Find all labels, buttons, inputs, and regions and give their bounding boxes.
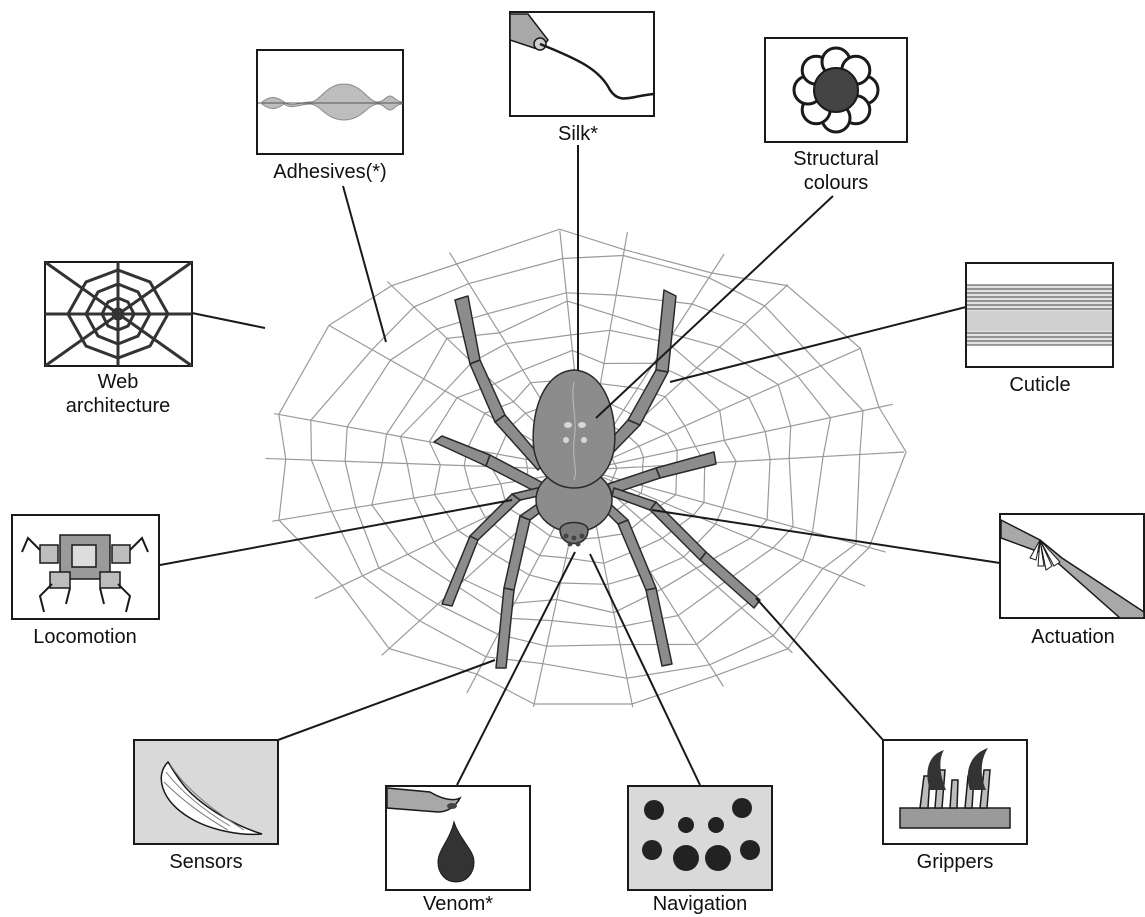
navigation-panel — [628, 786, 772, 890]
abdomen — [533, 370, 615, 488]
cuticle-panel — [966, 263, 1113, 367]
label-web-architecture: Web architecture — [66, 370, 171, 418]
actuation-panel — [1000, 514, 1144, 618]
label-structural-colours: Structural colours — [793, 147, 879, 195]
layered-cuticle-icon — [967, 285, 1112, 345]
label-venom: Venom* — [423, 892, 493, 916]
label-adhesives: Adhesives(*) — [273, 160, 386, 184]
adhesives-panel — [257, 50, 403, 154]
label-locomotion: Locomotion — [33, 625, 136, 649]
venom-panel — [386, 786, 530, 890]
spider-web-icon — [45, 262, 192, 366]
grippers-panel — [883, 740, 1027, 844]
locomotion-panel — [12, 515, 159, 619]
label-navigation: Navigation — [653, 892, 748, 916]
silk-panel — [510, 12, 654, 116]
web-radial-thread — [585, 348, 861, 470]
web-radial-thread — [585, 452, 904, 470]
sensors-panel — [134, 740, 278, 844]
web-architecture-panel — [45, 262, 192, 366]
label-cuticle: Cuticle — [1009, 373, 1070, 397]
flower-pattern-icon — [794, 48, 878, 132]
label-actuation: Actuation — [1031, 625, 1114, 649]
label-silk: Silk* — [558, 122, 598, 146]
structural-colours-panel — [765, 38, 907, 142]
spider-illustration — [434, 290, 760, 668]
label-grippers: Grippers — [917, 850, 994, 874]
label-sensors: Sensors — [169, 850, 242, 874]
